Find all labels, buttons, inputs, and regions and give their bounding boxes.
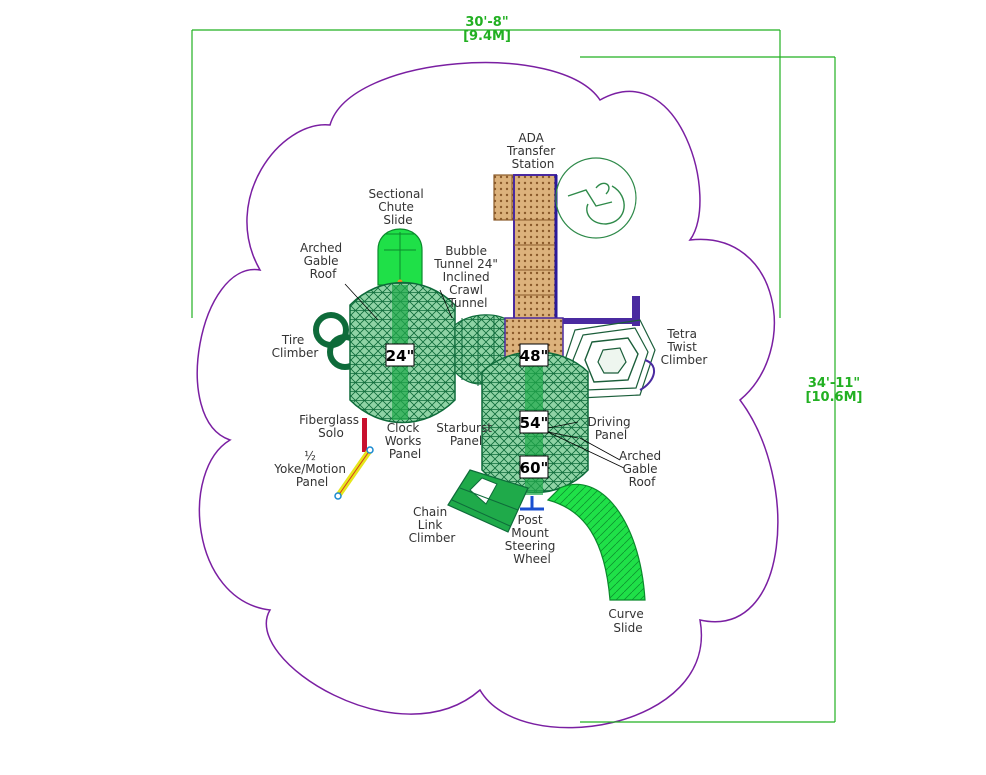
tetra-twist-climber [560,296,656,399]
deck-height-60-tag: 60" [519,455,549,479]
curve-slide [546,483,646,601]
deck-height-48-tag: 48" [519,343,549,367]
deck-height-24-tag: 24" [385,343,415,367]
yoke-motion-panel-label: ½ Yoke/Motion Panel [273,449,350,489]
clock-works-panel-label: Clock Works Panel [385,421,425,461]
deck-height-54: 54" [520,414,549,432]
sectional-chute-slide [377,228,423,286]
chain-link-climber-label: Chain Link Climber [409,505,456,545]
depth-dimension [580,56,836,723]
width-imperial-label: 30'-8" [465,15,508,30]
fiberglass-solo [362,418,367,452]
deck-height-24: 24" [386,347,415,365]
deck-height-60: 60" [520,459,549,477]
deck-height-54-tag: 54" [519,410,549,434]
chain-link-climber [447,469,529,533]
yoke-motion-panel [334,446,374,500]
driving-panel-label: Driving Panel [588,415,635,442]
arched-gable-roof-left-label: Arched Gable Roof [300,241,346,281]
depth-imperial-label: 34'-11" [808,376,860,391]
ada-transfer-station [493,174,558,321]
tire-climber-label: Tire Climber [272,333,319,360]
deck-height-48: 48" [520,347,549,365]
sectional-chute-slide-label: Sectional Chute Slide [368,187,427,227]
post-mount-steering-wheel-label: Post Mount Steering Wheel [505,513,559,566]
accessibility-icon [555,157,637,239]
bubble-tunnel-label: Bubble Tunnel 24" Inclined Crawl Tunnel [433,244,501,310]
fiberglass-solo-label: Fiberglass Solo [299,413,363,440]
width-dimension [191,29,781,318]
depth-metric-label: [10.6M] [806,390,863,405]
ada-transfer-station-label: ADA Transfer Station [506,131,559,171]
post-mount-steering-wheel [520,496,544,511]
play-area-boundary [196,61,779,729]
starburst-panel-label: Starburst Panel [436,421,496,448]
tetra-twist-climber-label: Tetra Twist Climber [661,327,708,367]
leader-lines [344,283,625,469]
arched-gable-roof-right-label: Arched Gable Roof [619,449,665,489]
width-metric-label: [9.4M] [463,29,511,44]
curve-slide-label: Curve Slide [608,607,647,635]
